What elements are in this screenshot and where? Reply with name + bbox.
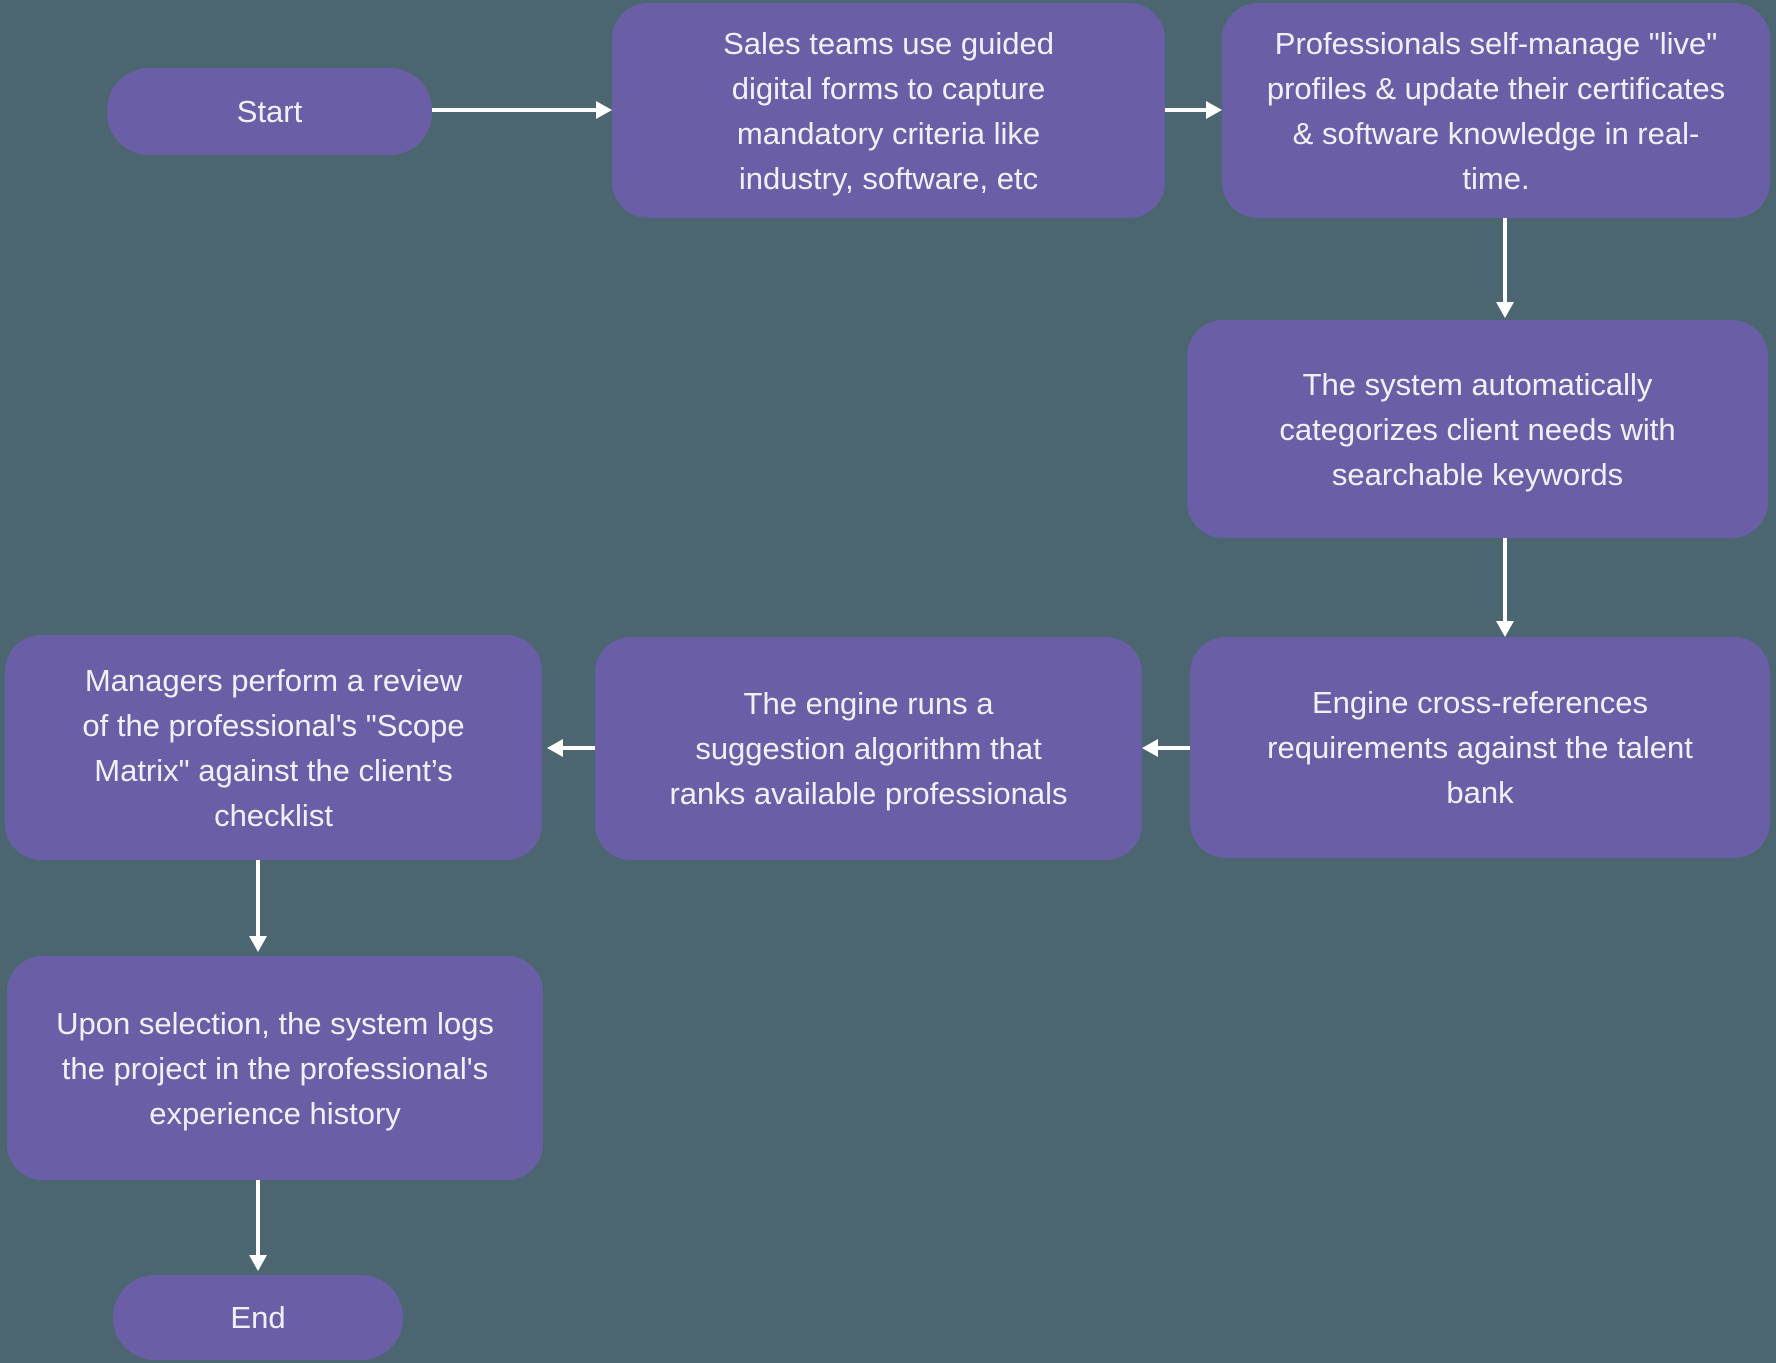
arrow-start-to-sales [432, 108, 596, 112]
node-sales-forms: Sales teams use guided digital forms to … [612, 3, 1165, 218]
node-system-categorizes: The system automatically categorizes cli… [1187, 320, 1768, 538]
arrow-profiles-to-categorize [1503, 218, 1507, 302]
node-start: Start [107, 68, 432, 155]
arrow-sales-to-profiles [1165, 108, 1206, 112]
arrow-categorize-to-crossref [1503, 538, 1507, 621]
node-engine-cross-references: Engine cross-references requirements aga… [1190, 637, 1770, 858]
arrow-review-to-log [256, 860, 260, 936]
node-log-experience-history: Upon selection, the system logs the proj… [7, 956, 543, 1180]
arrow-crossref-to-suggestion [1158, 746, 1190, 750]
node-end: End [113, 1275, 403, 1360]
arrow-suggestion-to-review [563, 746, 595, 750]
node-suggestion-algorithm: The engine runs a suggestion algorithm t… [595, 637, 1142, 860]
node-professionals-self-manage: Professionals self-manage "live" profile… [1222, 3, 1770, 218]
node-managers-review: Managers perform a review of the profess… [5, 635, 542, 860]
arrow-log-to-end [256, 1180, 260, 1255]
